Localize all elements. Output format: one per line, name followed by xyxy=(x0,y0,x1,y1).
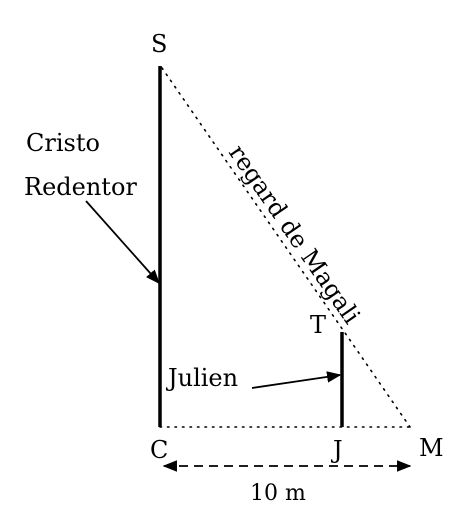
statue-pointer-arrow xyxy=(86,201,159,283)
point-label-c: C xyxy=(150,436,168,464)
point-label-j: J xyxy=(330,436,343,464)
sight-line-label: regard de Magali xyxy=(223,140,366,330)
distance-label: 10 m xyxy=(250,481,306,506)
statue-label-line1: Cristo xyxy=(26,129,100,157)
julien-pointer-arrow xyxy=(252,375,340,388)
person-label: Julien xyxy=(165,364,238,392)
point-label-t: T xyxy=(310,311,326,339)
statue-label-line2: Redentor xyxy=(24,173,137,201)
point-label-m: M xyxy=(419,434,444,462)
point-label-s: S xyxy=(151,30,167,58)
